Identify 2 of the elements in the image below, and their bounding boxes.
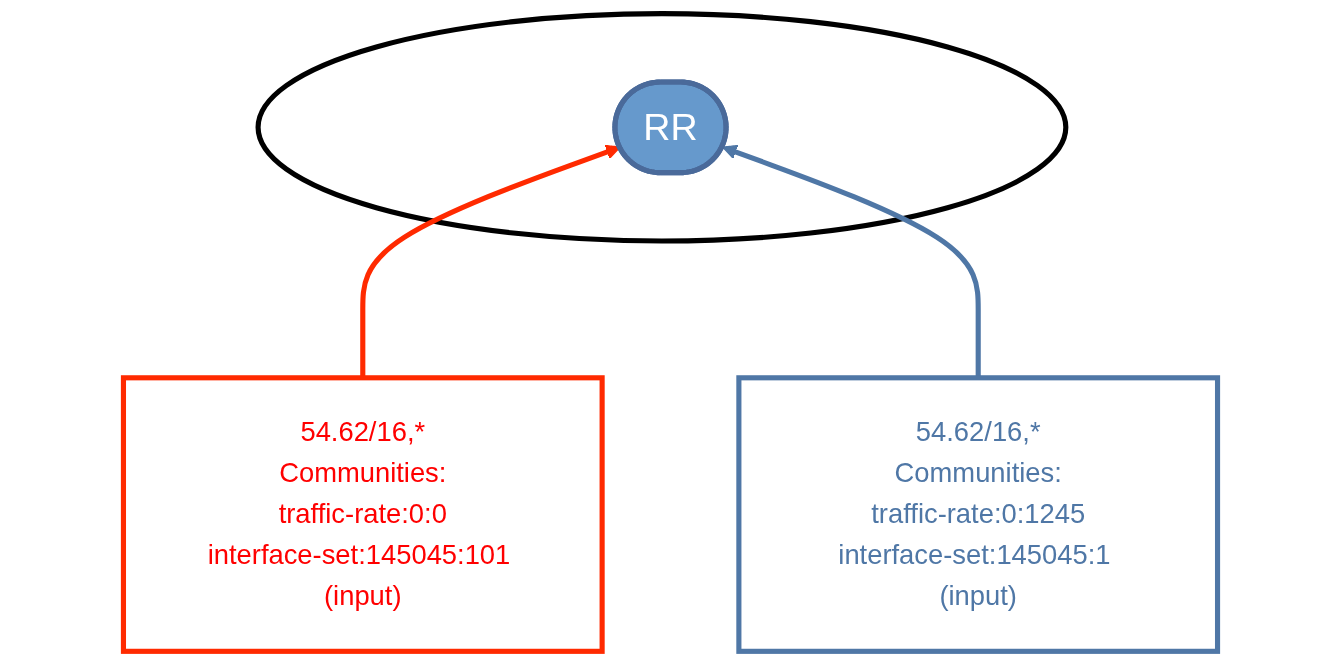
node-box: 54.62/16,* Communities: traffic-rate:0:1245 interface-set:145045:1 (input) bbox=[736, 375, 1221, 654]
node-box: 54.62/16,* Communities: traffic-rate:0:0 interface-set:145045:101 (input) bbox=[120, 375, 605, 654]
